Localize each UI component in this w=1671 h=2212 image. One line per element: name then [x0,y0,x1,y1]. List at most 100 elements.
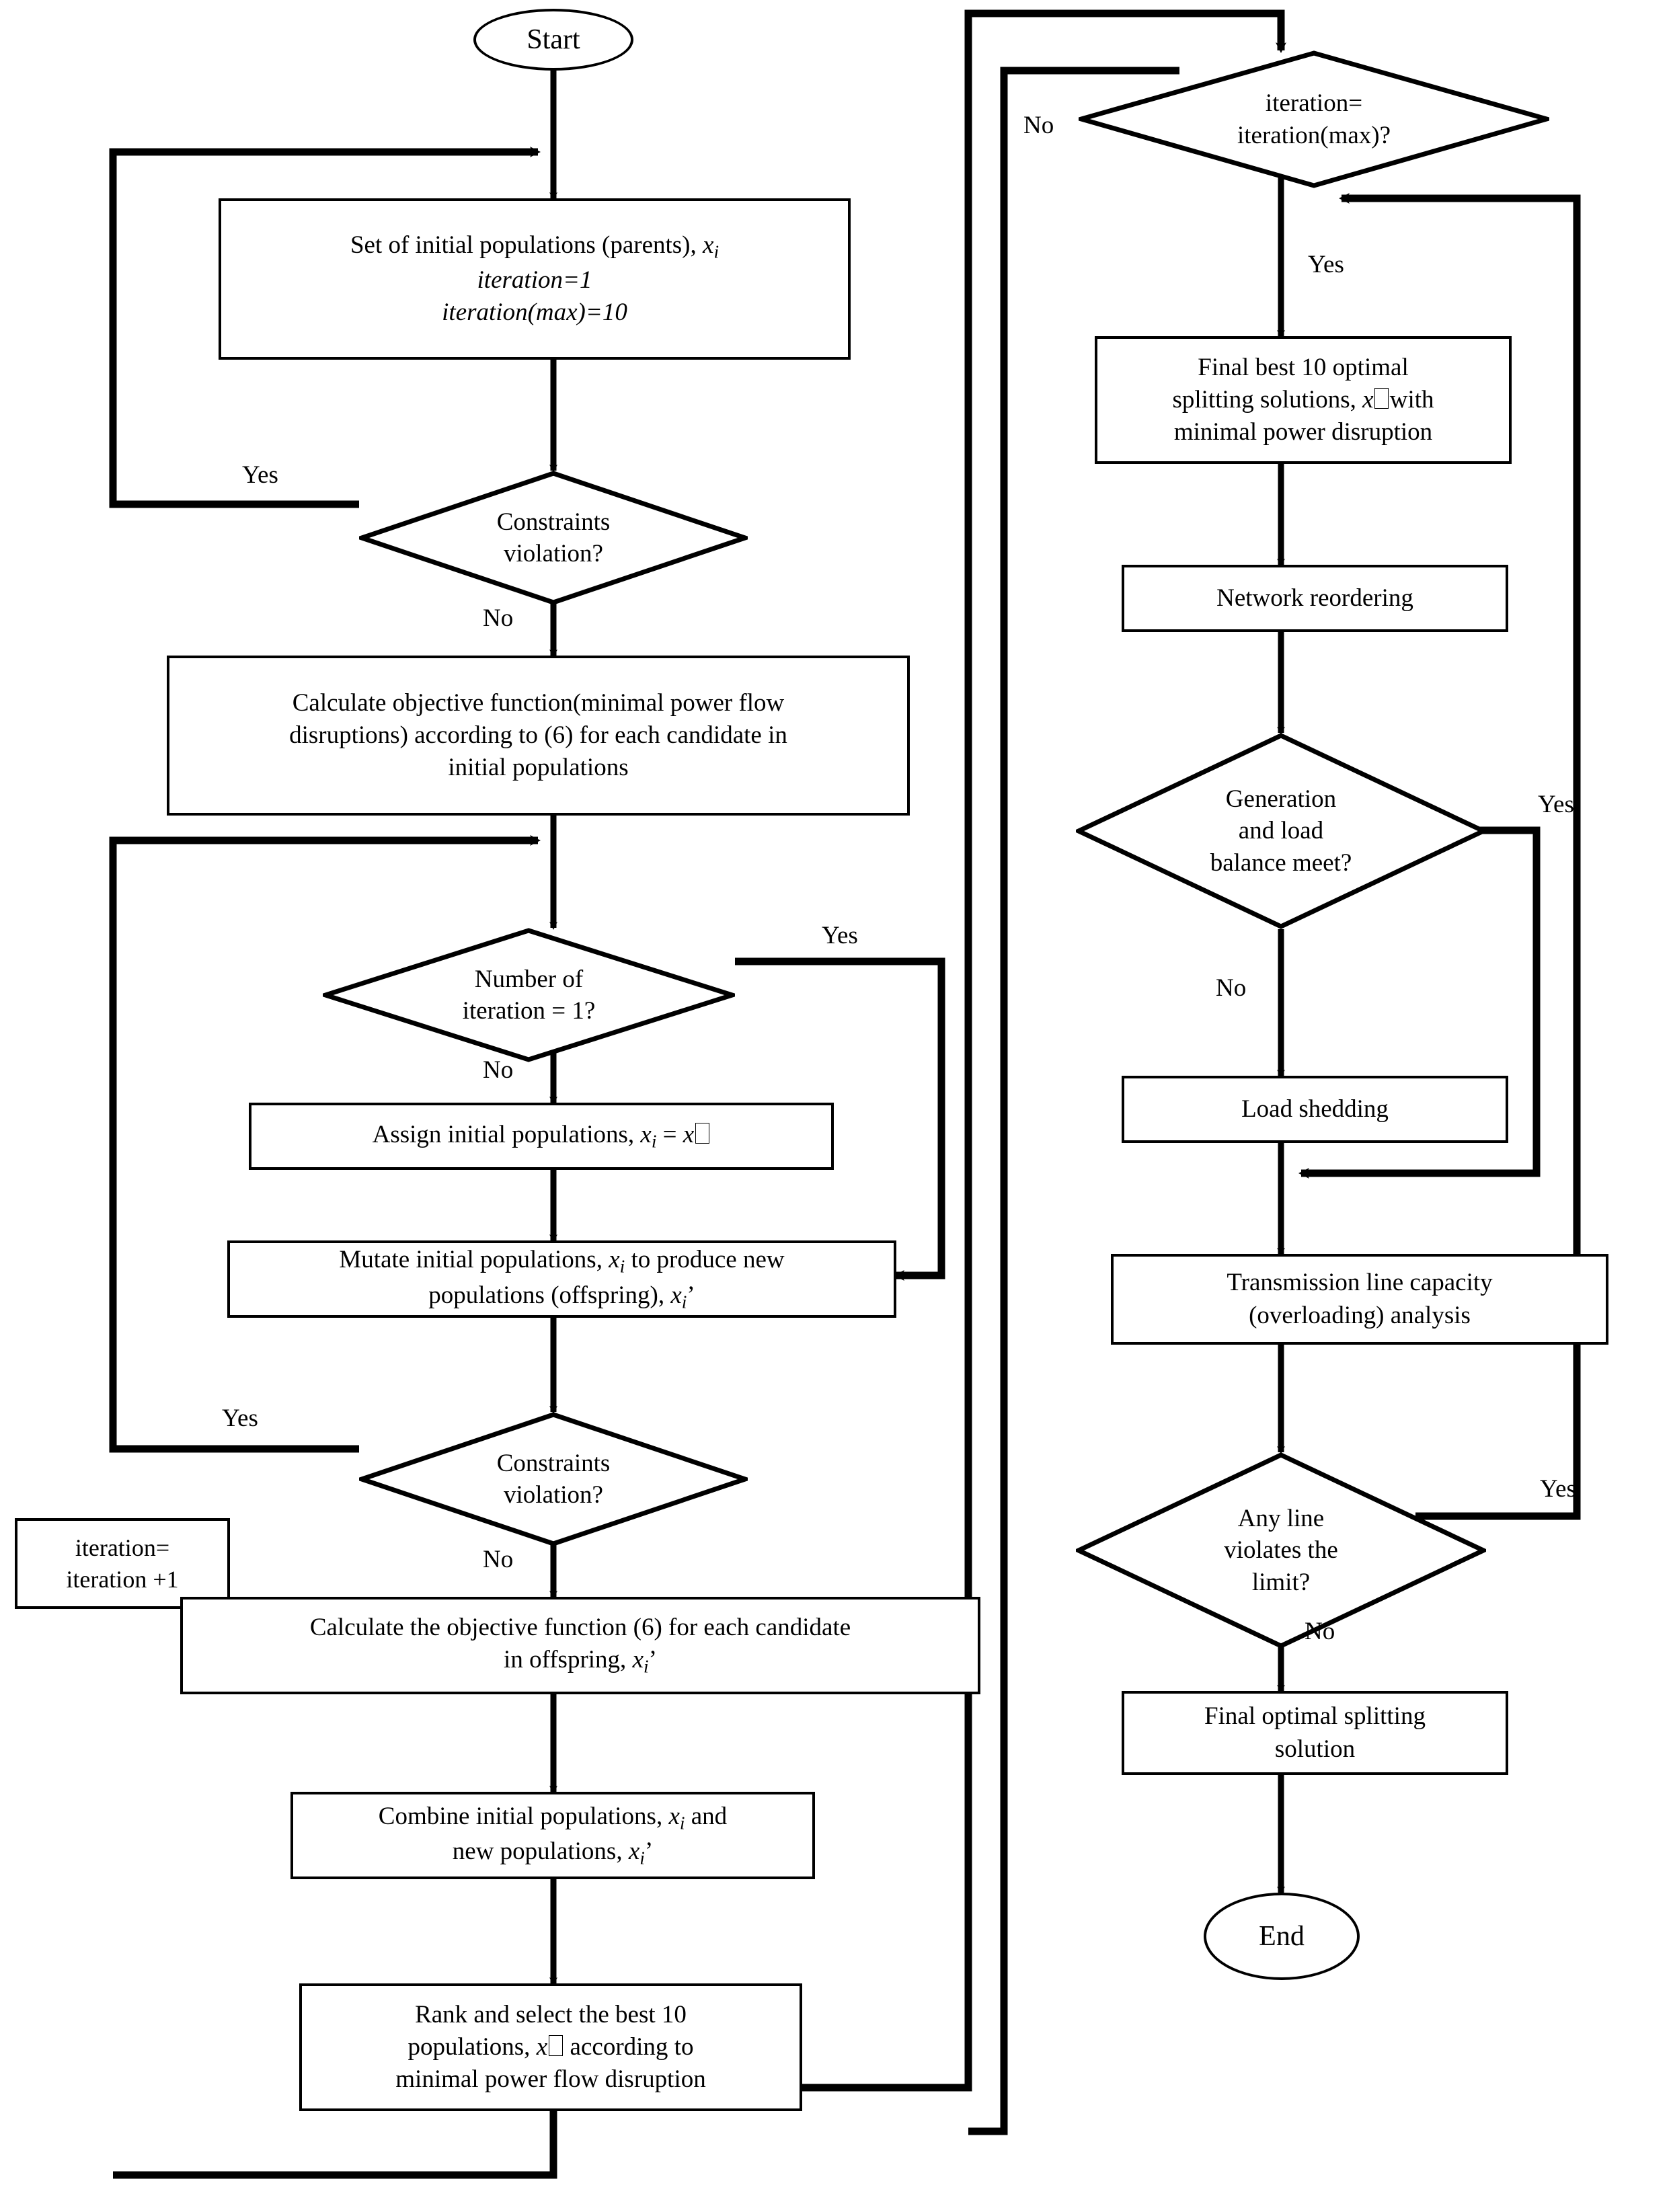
anyline-line3: limit? [1251,1568,1311,1596]
node-number-of-iteration[interactable]: Number of iteration = 1? [323,928,735,1062]
numiter-line1: Number of [474,965,584,993]
mutate-l2a: populations (offspring), [428,1281,671,1309]
edge-label-numiter-yes: Yes [822,922,858,949]
combine-l2a: new populations, [452,1838,629,1865]
node-combine-populations[interactable]: Combine initial populations, xi and new … [290,1792,815,1879]
node-iteration-max-check[interactable]: iteration= iteration(max)? [1079,50,1549,188]
node-calc-objective-offspring[interactable]: Calculate the objective function (6) for… [180,1597,980,1694]
node-constraints-violation-2[interactable]: Constraints violation? [359,1412,748,1546]
combine-l2b: ’ [644,1838,654,1865]
node-any-line-violates[interactable]: Any line violates the limit? [1076,1452,1486,1649]
trans-line1: Transmission line capacity [1227,1269,1493,1297]
calcoff-line1: Calculate the objective function (6) for… [309,1614,851,1642]
node-generation-load-balance[interactable]: Generation and load balance meet? [1076,733,1486,929]
constraints2-line2: violation? [504,1481,603,1509]
combine-x1: x [668,1802,680,1830]
calcobj-line2: disruptions) according to (6) for each c… [289,721,787,749]
itermax-line2: iteration(max)? [1237,121,1391,149]
final10-x: x [1362,385,1374,413]
mutate-x2-sub: i [681,1292,687,1312]
node-final-optimal-solution[interactable]: Final optimal splitting solution [1122,1691,1508,1775]
node-constraints-violation-1[interactable]: Constraints violation? [359,471,748,605]
genload-line2: and load [1238,817,1324,845]
assign-x-sub: i [651,1131,657,1152]
diamond-shape [1076,733,1486,929]
rank-line3: minimal power flow disruption [395,2065,706,2094]
node-rank-select[interactable]: Rank and select the best 10 populations,… [299,1983,802,2111]
iterinc-line2: iteration +1 [66,1565,179,1593]
diamond-shape [359,1412,748,1546]
constraints1-line2: violation? [504,540,603,567]
diamond-shape [359,471,748,605]
node-assign-populations[interactable]: Assign initial populations, xi = x [249,1103,834,1170]
edge-label-genload-no: No [1216,974,1247,1002]
init-x-sub: i [713,241,720,262]
diamond-shape [323,928,735,1062]
box-glyph-icon [1374,388,1389,409]
genload-line3: balance meet? [1210,848,1352,877]
final10-l2b: with [1389,385,1434,413]
combine-l1a: Combine initial populations, [378,1802,669,1830]
finalsol-line2: solution [1274,1735,1356,1763]
calcobj-line3: initial populations [448,754,629,782]
rank-line1: Rank and select the best 10 [415,2000,687,2028]
init-line1-text: Set of initial populations (parents), [350,231,703,259]
trans-line2: (overloading) analysis [1249,1301,1471,1329]
node-final-best-10[interactable]: Final best 10 optimal splitting solution… [1095,336,1512,464]
mutate-l1a: Mutate initial populations, [339,1246,609,1274]
mutate-l2b: ’ [687,1281,695,1309]
edge-label-constraints1-yes: Yes [242,461,278,489]
node-initial-populations[interactable]: Set of initial populations (parents), xi… [219,198,851,360]
final10-line3: minimal power disruption [1173,418,1433,446]
box-glyph-icon [695,1123,709,1144]
constraints2-line1: Constraints [496,1449,611,1477]
edge-label-constraints2-yes: Yes [222,1405,258,1432]
mutate-x1: x [609,1246,620,1274]
rank-l2b: according to [564,2032,694,2061]
edge-label-genload-yes: Yes [1538,791,1574,818]
finalsol-line1: Final optimal splitting [1204,1702,1426,1731]
node-calc-objective-initial[interactable]: Calculate objective function(minimal pow… [167,656,910,816]
rank-x: x [536,2032,548,2061]
final10-line1: Final best 10 optimal [1198,353,1409,381]
node-mutate-populations[interactable]: Mutate initial populations, xi to produc… [227,1240,896,1318]
node-network-reordering[interactable]: Network reordering [1122,565,1508,632]
node-iteration-increment[interactable]: iteration= iteration +1 [15,1518,230,1609]
loadshed-line1: Load shedding [1241,1095,1389,1123]
node-load-shedding[interactable]: Load shedding [1122,1076,1508,1143]
iterinc-line1: iteration= [75,1534,170,1561]
genload-line1: Generation [1225,785,1337,813]
node-end[interactable]: End [1204,1893,1360,1980]
assign-x2: x [683,1120,695,1148]
init-line2: iteration=1 [477,266,592,294]
combine-x1-sub: i [679,1813,685,1833]
combine-l1b: and [685,1802,728,1830]
assign-mid: = [656,1120,683,1148]
calcoff-x: x [632,1646,644,1674]
edge-label-itermax-yes: Yes [1308,251,1344,278]
itermax-line1: iteration= [1265,89,1363,118]
edge-label-numiter-no: No [483,1056,514,1084]
node-transmission-line-capacity[interactable]: Transmission line capacity (overloading)… [1111,1254,1608,1345]
calcobj-line1: Calculate objective function(minimal pow… [292,688,785,717]
mutate-l1b: to produce new [625,1246,785,1274]
mutate-x1-sub: i [619,1256,625,1277]
reorder-line1: Network reordering [1216,584,1413,612]
diamond-shape [1076,1452,1486,1649]
numiter-line2: iteration = 1? [462,997,596,1025]
edge-label-anyline-no: No [1305,1618,1335,1645]
init-x-var: x [703,231,714,259]
edge-label-constraints2-no: No [483,1546,514,1573]
edge-label-constraints1-no: No [483,604,514,632]
anyline-line2: violates the [1224,1536,1338,1565]
node-start[interactable]: Start [473,9,633,71]
calcoff-x-sub: i [644,1657,649,1677]
end-label: End [1259,1921,1305,1952]
assign-pre: Assign initial populations, [372,1120,641,1148]
combine-x2-sub: i [639,1848,645,1868]
final10-l2a: splitting solutions, [1172,385,1363,413]
mutate-x2: x [670,1281,682,1309]
start-label: Start [527,24,580,55]
